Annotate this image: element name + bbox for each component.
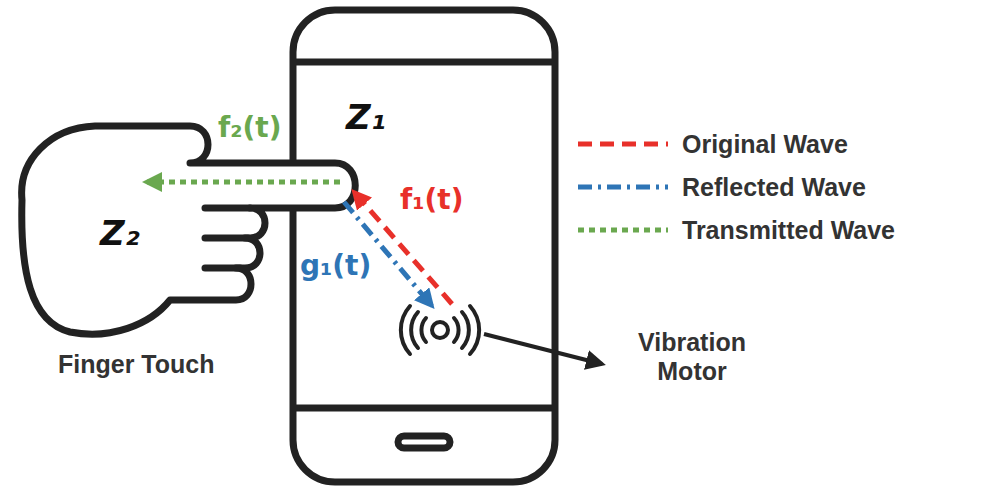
- signal-label: f₂(t): [218, 112, 281, 144]
- legend-sample: [578, 185, 668, 190]
- caption-label: Finger Touch: [58, 350, 214, 379]
- legend-label: Original Wave: [682, 130, 848, 159]
- signal-label: f₁(t): [400, 184, 463, 216]
- phone: [293, 10, 555, 482]
- transmitted-wave: [146, 180, 340, 185]
- hand: [22, 126, 356, 334]
- legend-sample: [578, 142, 668, 147]
- legend-sample: [578, 228, 668, 233]
- vibration-motor-icon: [401, 306, 479, 354]
- signal-label: g₁(t): [300, 250, 371, 282]
- legend-samples: [578, 144, 668, 230]
- impedance-label: Z₂: [100, 214, 140, 253]
- impedance-label: Z₁: [346, 98, 386, 137]
- leader-arrow: [484, 334, 602, 364]
- part-label: Vibration Motor: [612, 328, 772, 386]
- legend-label: Reflected Wave: [682, 173, 866, 202]
- legend-label: Transmitted Wave: [682, 216, 895, 245]
